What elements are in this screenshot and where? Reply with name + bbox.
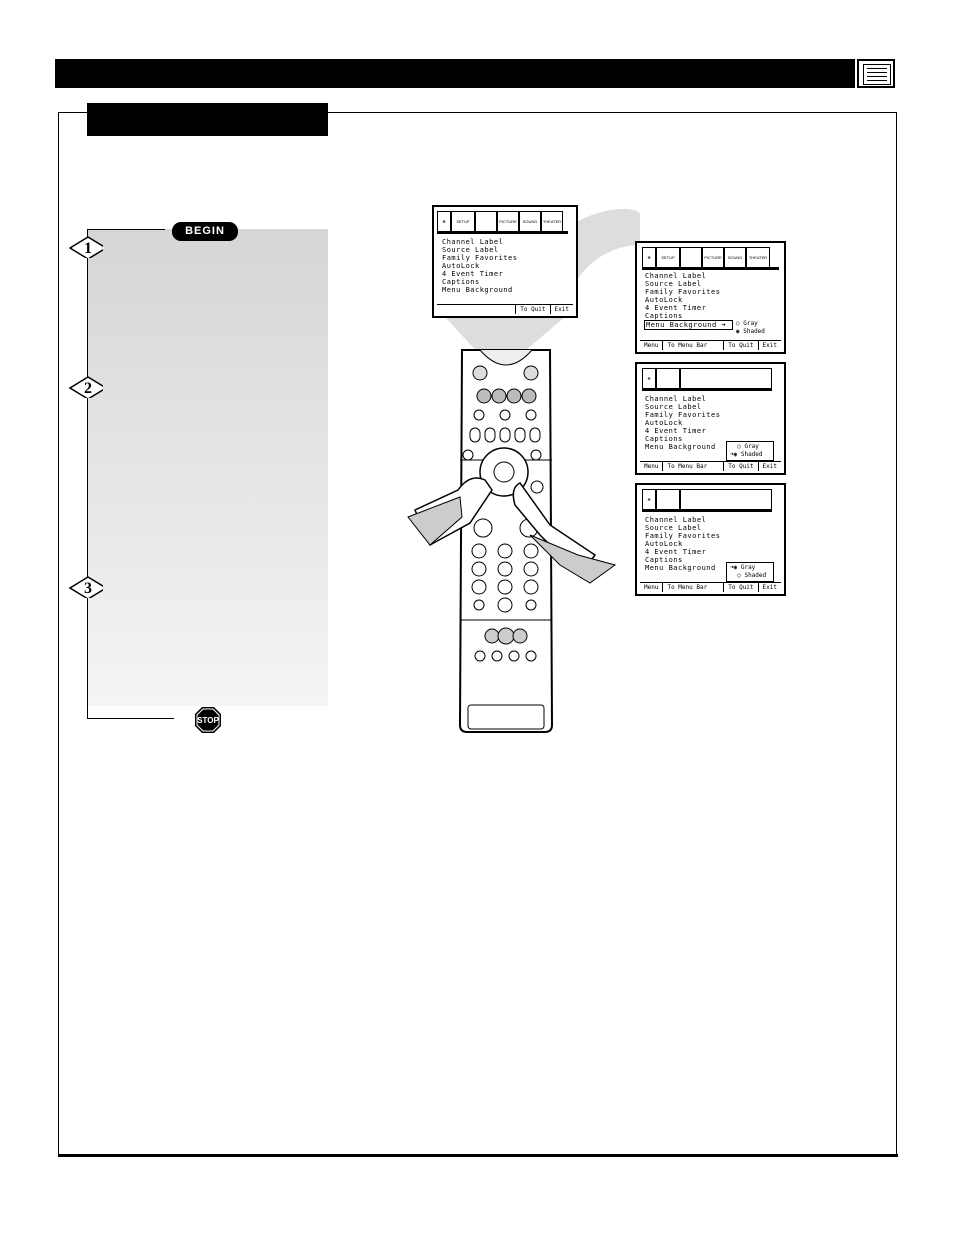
steps-line-top <box>87 229 165 230</box>
menu-list: Channel Label Source Label Family Favori… <box>645 516 720 572</box>
menu-footer: To Quit Exit <box>437 304 573 314</box>
menu-item: 4 Event Timer <box>645 304 707 312</box>
menu-item: Family Favorites <box>442 254 518 262</box>
menu-list: Channel Label Source Label Family Favori… <box>442 238 517 294</box>
step-2-marker: 2 <box>69 376 103 398</box>
menu-item: Channel Label <box>645 516 707 524</box>
menu-item: AutoLock <box>645 419 683 427</box>
tv-screen-icon <box>857 59 895 88</box>
step-3-number: 3 <box>84 580 92 597</box>
menu-footer: Menu To Menu Bar To Quit Exit <box>640 582 781 592</box>
step-1-marker: 1 <box>69 236 103 258</box>
tab-theater: THEATER <box>541 211 563 231</box>
option-shaded: Shaded <box>743 328 765 335</box>
tab-picture: PICTURE <box>497 211 519 231</box>
menu-item: Channel Label <box>645 395 707 403</box>
nav-cursor-icon: ✥ <box>642 247 656 267</box>
footer-to-menu-bar: To Menu Bar <box>663 462 725 471</box>
nav-cursor-icon: ✥ <box>642 368 656 388</box>
menu-item: Captions <box>645 556 683 564</box>
steps-panel <box>88 229 328 706</box>
tab-setup: SETUP <box>451 211 475 231</box>
stop-sign-icon: STOP <box>195 707 221 733</box>
menu-item: 4 Event Timer <box>442 270 504 278</box>
menu-list: Channel Label Source Label Family Favori… <box>644 272 733 330</box>
tab-blank <box>656 489 680 509</box>
nav-cursor-icon: ✥ <box>437 211 451 231</box>
step-3-marker: 3 <box>69 576 103 598</box>
tab-blank-wide <box>680 489 772 509</box>
steps-line-bottom <box>87 718 174 719</box>
option-shaded: Shaded <box>744 572 767 579</box>
option-gray: Gray <box>743 320 758 327</box>
menu-item: 4 Event Timer <box>645 427 707 435</box>
option-gray: Gray <box>744 443 759 450</box>
tab-blank <box>680 247 702 267</box>
menu-item: Family Favorites <box>645 411 721 419</box>
tv-menu-screen-step3: ✥ Channel Label Source Label Family Favo… <box>635 483 786 596</box>
section-title-tab <box>87 103 328 136</box>
options-box: ○ Gray ➜◉ Shaded <box>726 441 774 461</box>
footer-to-quit: To Quit <box>724 583 759 592</box>
remote-illustration <box>407 209 640 733</box>
menu-footer: Menu To Menu Bar To Quit Exit <box>640 340 781 350</box>
tab-blank <box>656 368 680 388</box>
footer-exit: Exit <box>554 306 569 313</box>
menu-item: Source Label <box>645 403 702 411</box>
menu-item-selected: Menu Background ➜ <box>644 320 733 330</box>
menu-item: Menu Background <box>645 564 716 572</box>
menu-item: AutoLock <box>645 540 683 548</box>
tab-blank <box>475 211 497 231</box>
tv-menu-screen-step1: ✥ SETUP PICTURE SOUND THEATER Channel La… <box>635 241 786 354</box>
header-bar <box>55 59 855 88</box>
nav-cursor-icon: ✥ <box>642 489 656 509</box>
stop-label: STOP <box>197 716 219 725</box>
footer-menu: Menu <box>640 462 664 471</box>
tab-blank-wide <box>680 368 772 388</box>
menu-item: Source Label <box>645 524 702 532</box>
footer-to-menu-bar: To Menu Bar <box>663 583 725 592</box>
menu-footer: Menu To Menu Bar To Quit Exit <box>640 461 781 471</box>
menu-item: 4 Event Timer <box>645 548 707 556</box>
menu-item: Captions <box>645 312 683 320</box>
menu-item: Family Favorites <box>645 532 721 540</box>
tab-sound: SOUND <box>724 247 746 267</box>
menu-list: Channel Label Source Label Family Favori… <box>645 395 720 451</box>
footer-to-quit: To Quit <box>515 305 551 314</box>
step-2-number: 2 <box>84 380 92 397</box>
tv-menu-screen-main: ✥ SETUP PICTURE SOUND THEATER Channel La… <box>432 205 578 318</box>
menu-item: Menu Background <box>645 443 716 451</box>
footer-menu: Menu <box>640 341 664 350</box>
options-box: ➜◉ Gray ○ Shaded <box>726 562 774 582</box>
tab-theater: THEATER <box>746 247 770 267</box>
footer-exit: Exit <box>762 584 777 591</box>
menu-item: Menu Background <box>442 286 513 294</box>
tab-sound: SOUND <box>519 211 541 231</box>
footer-to-quit: To Quit <box>724 462 759 471</box>
menu-item: AutoLock <box>442 262 480 270</box>
footer-exit: Exit <box>762 342 777 349</box>
footer-to-quit: To Quit <box>724 341 759 350</box>
menu-item: Source Label <box>442 246 499 254</box>
frame-bottom-rule <box>58 1154 898 1157</box>
options-list: ○ Gray ◉ Shaded <box>736 320 765 335</box>
menu-item: Family Favorites <box>645 288 721 296</box>
tab-setup: SETUP <box>656 247 680 267</box>
menu-item: Source Label <box>645 280 702 288</box>
menu-item: Channel Label <box>645 272 707 280</box>
begin-badge: BEGIN <box>172 222 238 241</box>
menu-item: Captions <box>645 435 683 443</box>
menu-item: Channel Label <box>442 238 504 246</box>
steps-line <box>87 229 88 718</box>
option-shaded: Shaded <box>740 451 763 458</box>
footer-menu: Menu <box>640 583 664 592</box>
tab-picture: PICTURE <box>702 247 724 267</box>
menu-item: AutoLock <box>645 296 683 304</box>
footer-exit: Exit <box>762 463 777 470</box>
footer-to-menu-bar: To Menu Bar <box>663 341 725 350</box>
step-1-number: 1 <box>84 240 92 257</box>
menu-item: Captions <box>442 278 480 286</box>
option-gray: Gray <box>740 564 756 571</box>
tv-menu-screen-step2: ✥ Channel Label Source Label Family Favo… <box>635 362 786 475</box>
